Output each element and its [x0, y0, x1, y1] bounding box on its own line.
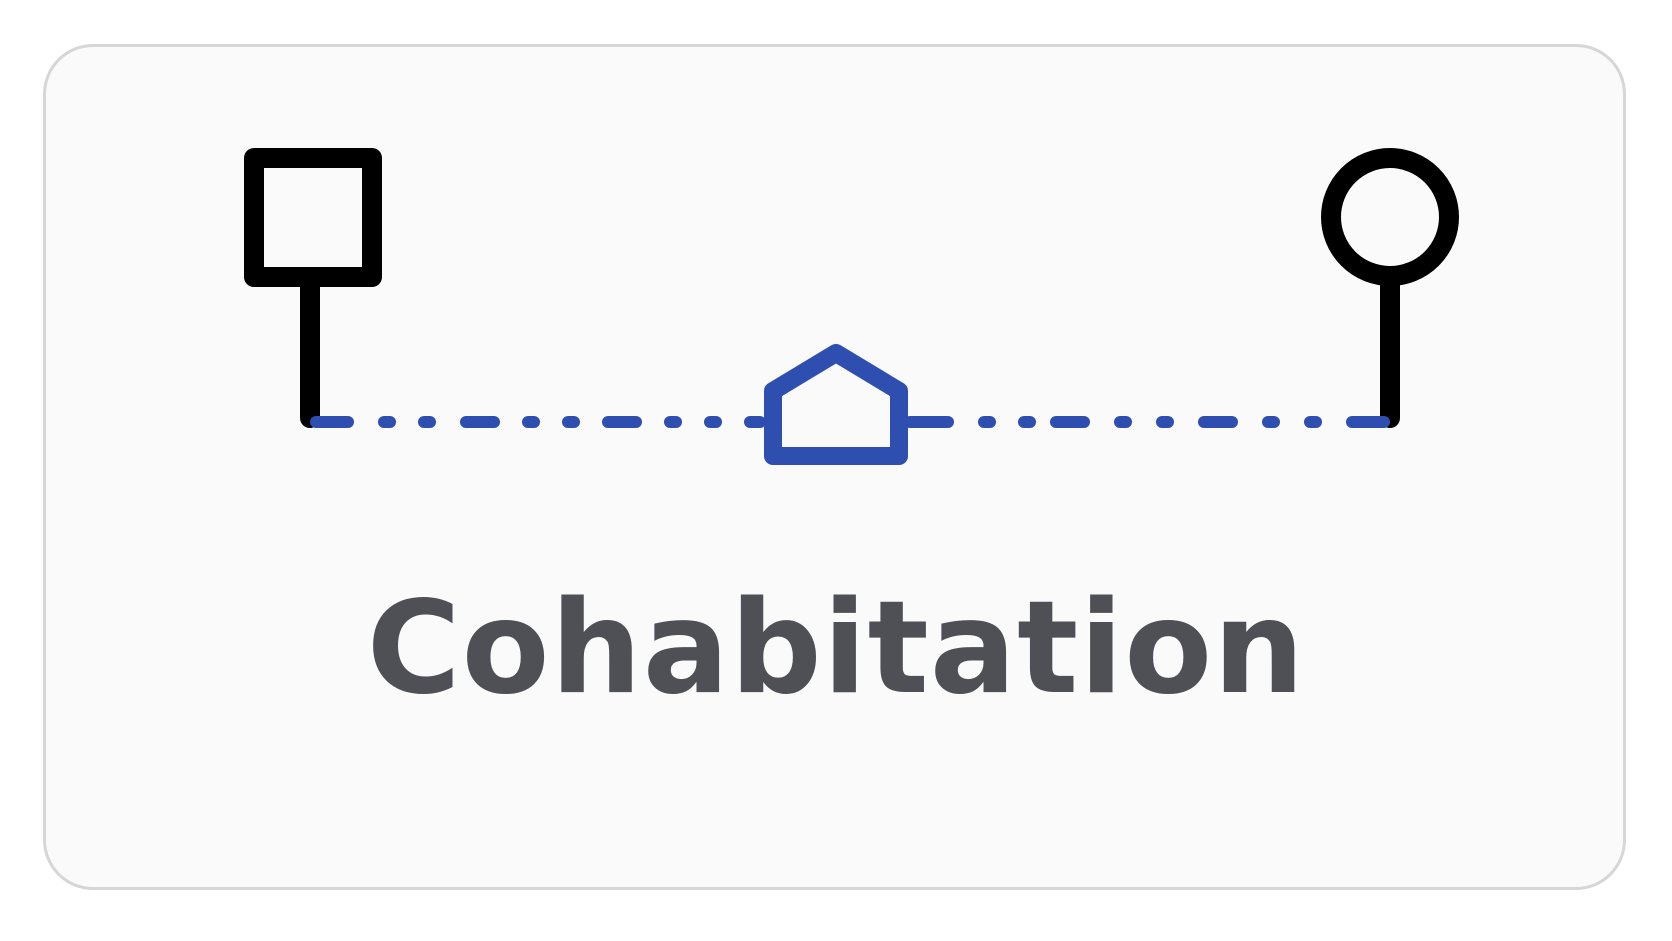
house-icon: [764, 344, 908, 465]
male-square-icon: [244, 148, 382, 287]
female-circle-icon: [1321, 148, 1459, 286]
diagram-caption: Cohabitation: [366, 574, 1306, 723]
diagram-card: [43, 44, 1626, 890]
